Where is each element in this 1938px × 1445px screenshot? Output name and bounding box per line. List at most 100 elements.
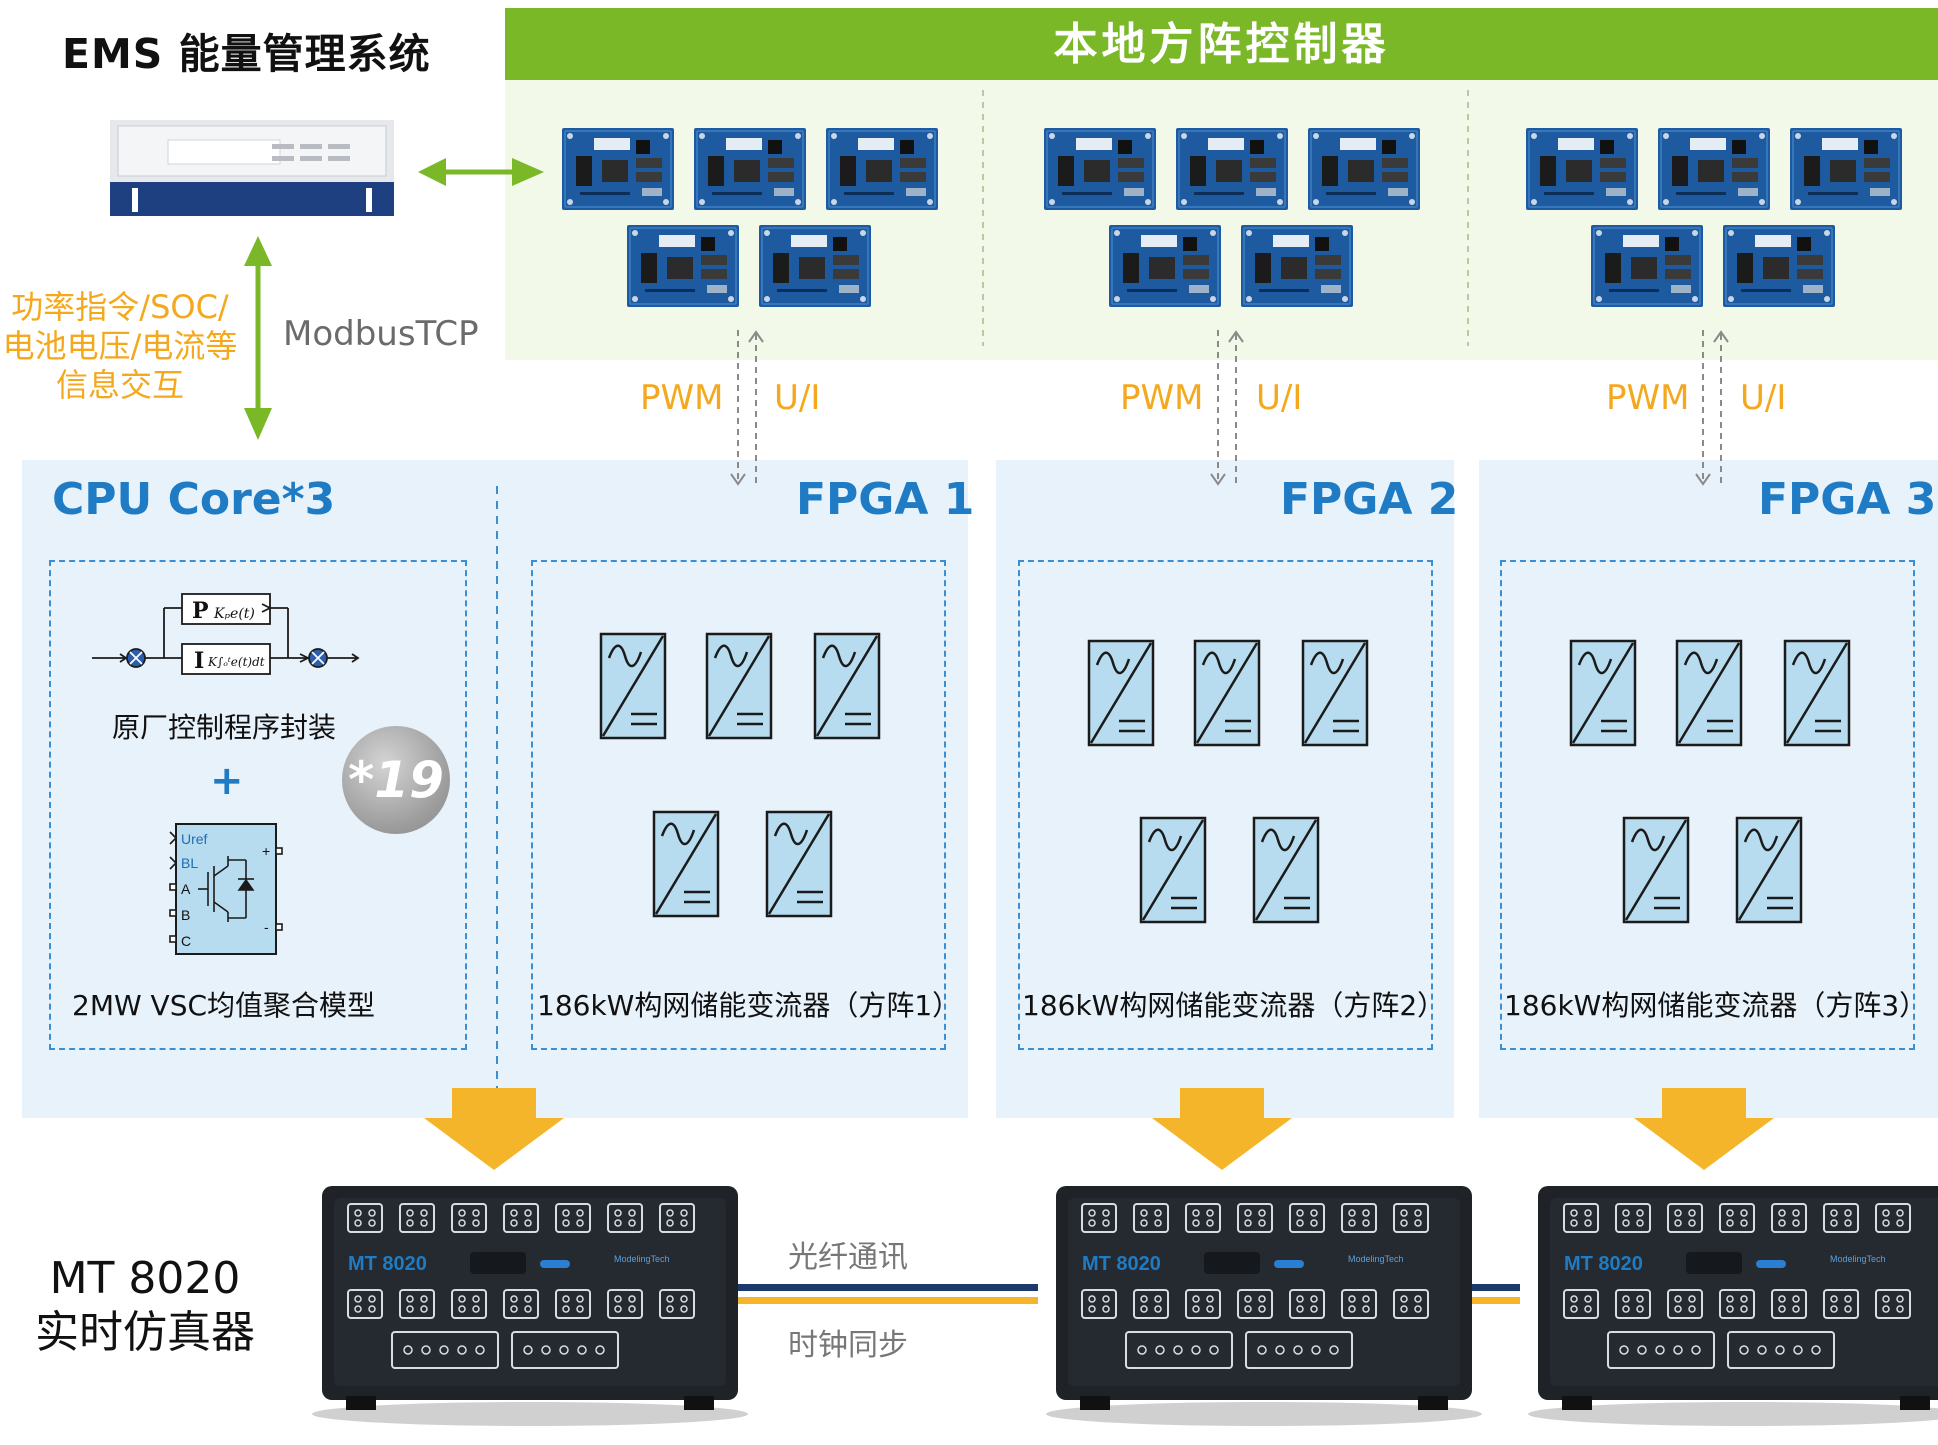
converter-icon <box>1675 639 1743 747</box>
vsc-port-uref: Uref <box>181 831 208 847</box>
controller-board <box>1722 224 1836 308</box>
download-arrow-3 <box>1634 1088 1774 1170</box>
device-model-label: MT 8020 <box>348 1253 427 1275</box>
ems-info-label: 功率指令/SOC/ 电池电压/电流等 信息交互 <box>0 288 240 405</box>
converter-icon <box>1569 639 1637 747</box>
controller-board <box>1175 127 1289 211</box>
converter-icon <box>1252 816 1320 924</box>
controller-board <box>1525 127 1639 211</box>
fiber-comm-label: 光纤通讯 <box>788 1240 908 1275</box>
converter-icon <box>765 810 833 918</box>
controller-board <box>758 224 872 308</box>
fpga3-panel <box>1479 460 1938 1118</box>
converter-icon <box>1087 639 1155 747</box>
controller-board <box>626 224 740 308</box>
cpu-caption-bottom: 2MW VSC均值聚合模型 <box>72 989 376 1022</box>
controller-board <box>1108 224 1222 308</box>
pwm-label-1: PWM <box>640 378 724 418</box>
local-array-controller-area <box>505 80 1938 360</box>
device-led <box>1756 1260 1786 1268</box>
count-badge: *19 <box>342 726 450 834</box>
controller-group-2 <box>1043 127 1421 308</box>
fpga2-converter-box <box>1018 560 1433 1050</box>
fpga2-panel <box>996 460 1454 1118</box>
converter-icon <box>1139 816 1207 924</box>
controller-board <box>1307 127 1421 211</box>
device-brand-label: ModelingTech <box>1830 1254 1886 1264</box>
ui-label-1: U/I <box>774 378 821 418</box>
converter-icon <box>599 632 667 740</box>
converter-icon <box>652 810 720 918</box>
ems-title: EMS 能量管理系统 <box>62 30 431 78</box>
pi-i-label: I <box>194 648 204 674</box>
signal-arrows-1 <box>730 330 764 486</box>
controller-board <box>825 127 939 211</box>
local-array-controller-title: 本地方阵控制器 <box>505 8 1938 80</box>
fpga1-title: FPGA 1 <box>796 474 975 525</box>
device-display <box>470 1252 526 1274</box>
controller-board <box>1657 127 1771 211</box>
controller-board <box>693 127 807 211</box>
protocol-label: ModbusTCP <box>283 314 479 354</box>
controller-group-3 <box>1525 127 1903 308</box>
vsc-model-block: Uref BL A B C + - <box>169 823 283 955</box>
ui-label-2: U/I <box>1256 378 1303 418</box>
info-line-1: 功率指令/SOC/ <box>11 288 229 326</box>
fpga3-caption: 186kW构网储能变流器（方阵3） <box>1504 989 1928 1022</box>
cpu-caption-top: 原厂控制程序封装 <box>112 711 337 744</box>
simulator-device-1: MT 8020 ModelingTech <box>312 1186 748 1426</box>
fpga2-title: FPGA 2 <box>1280 474 1459 525</box>
device-brand-label: ModelingTech <box>1348 1254 1404 1264</box>
download-arrows <box>424 1088 1774 1170</box>
converter-icon <box>1735 816 1803 924</box>
plus-sign: + <box>210 758 244 804</box>
converter-icon <box>1193 639 1261 747</box>
vsc-port-c: C <box>181 933 191 949</box>
converter-icon <box>1783 639 1851 747</box>
device-display <box>1204 1252 1260 1274</box>
device-led <box>540 1260 570 1268</box>
signal-arrows-3 <box>1695 330 1729 486</box>
vsc-port-b: B <box>181 907 190 923</box>
pi-i-expr: K∫ₒᵗe(t)dt <box>207 655 265 669</box>
cpu-fpga1-panel <box>22 460 968 1118</box>
controller-group-1 <box>561 127 939 308</box>
info-line-3: 信息交互 <box>55 366 184 404</box>
fpga3-title: FPGA 3 <box>1758 474 1937 525</box>
fpga2-converters <box>1087 639 1369 924</box>
info-line-2: 电池电压/电流等 <box>2 327 238 365</box>
pi-p-label: P <box>192 598 209 624</box>
signal-arrows-2 <box>1210 330 1244 486</box>
ems-controller-arrow <box>418 158 544 186</box>
device-led <box>1274 1260 1304 1268</box>
pwm-label-3: PWM <box>1606 378 1690 418</box>
device-display <box>1686 1252 1742 1274</box>
converter-icon <box>1301 639 1369 747</box>
ems-server-icon <box>110 120 394 216</box>
device-brand-label: ModelingTech <box>614 1254 670 1264</box>
pi-controller-diagram <box>92 593 360 675</box>
vsc-plus: + <box>262 843 270 859</box>
converter-icon <box>813 632 881 740</box>
clock-sync-label: 时钟同步 <box>788 1328 908 1363</box>
simulator-label: MT 8020 实时仿真器 <box>30 1252 260 1360</box>
download-arrow-2 <box>1152 1088 1292 1170</box>
simulator-label-line1: MT 8020 <box>49 1253 241 1304</box>
vsc-port-bl: BL <box>181 855 198 871</box>
pi-p-expr: Kₚe(t) <box>213 606 255 622</box>
controller-board <box>1789 127 1903 211</box>
pwm-label-2: PWM <box>1120 378 1204 418</box>
controller-board <box>561 127 675 211</box>
fpga1-converters <box>599 632 881 918</box>
converter-icon <box>1622 816 1690 924</box>
ems-cpu-arrow <box>244 236 272 440</box>
fpga2-caption: 186kW构网储能变流器（方阵2） <box>1022 989 1446 1022</box>
fpga3-converter-box <box>1500 560 1915 1050</box>
download-arrow-1 <box>424 1088 564 1170</box>
simulator-label-line2: 实时仿真器 <box>35 1307 255 1358</box>
vsc-port-a: A <box>181 881 191 897</box>
controller-board <box>1590 224 1704 308</box>
